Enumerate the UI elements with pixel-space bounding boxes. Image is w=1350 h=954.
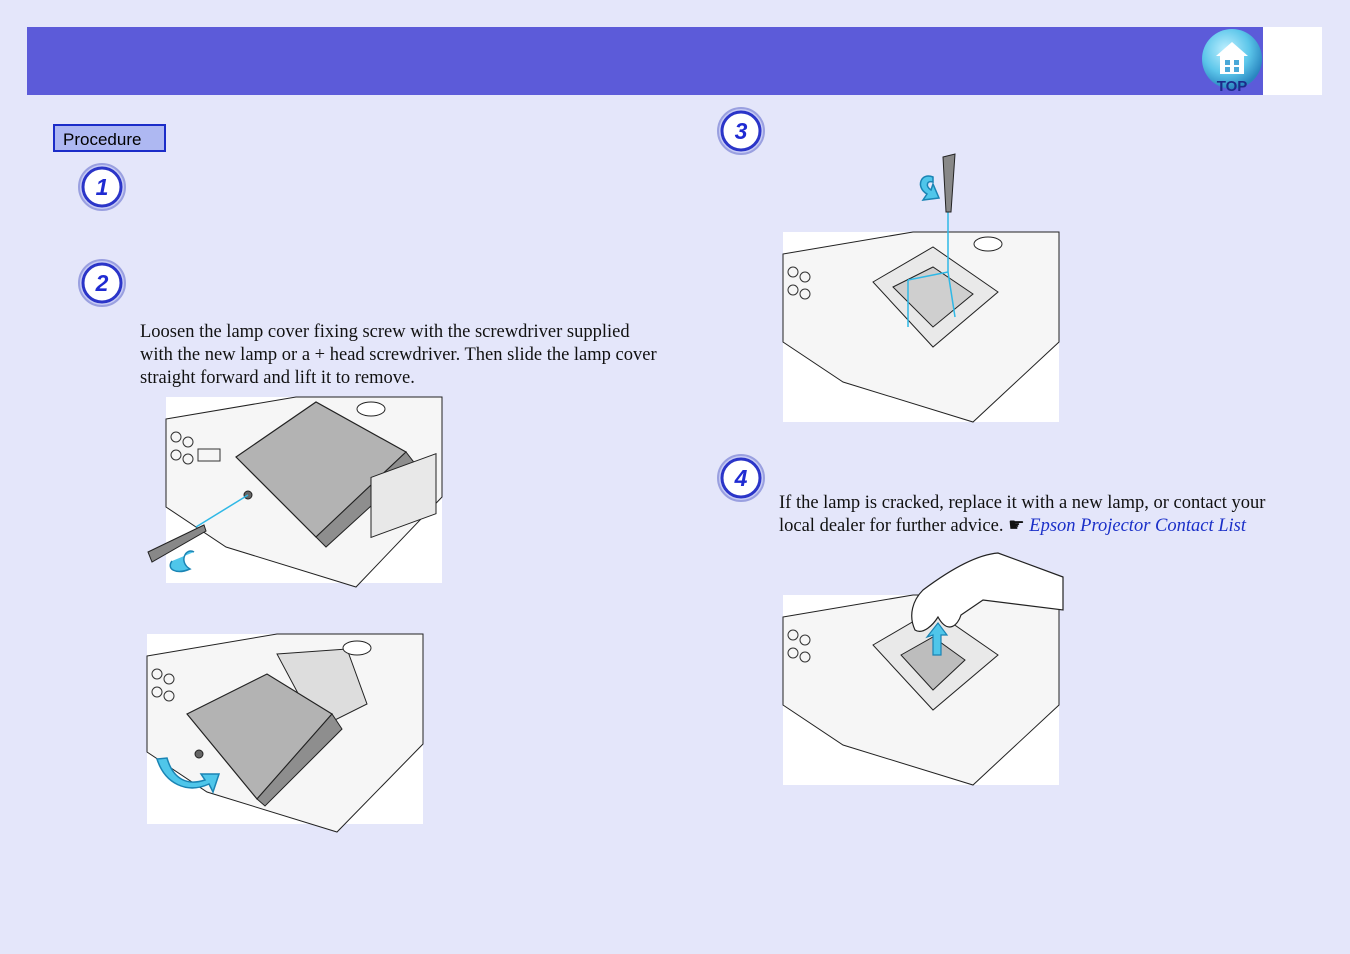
contact-list-link[interactable]: Epson Projector Contact List	[1029, 516, 1246, 536]
step-3-digit: 3	[734, 118, 748, 144]
figure-lamp-screws	[782, 153, 1060, 423]
figure-remove-cover	[146, 633, 424, 833]
step-circle-icon	[717, 107, 765, 155]
step-4-digit: 4	[734, 465, 748, 491]
projector-lamp-removal-illustration	[782, 552, 1064, 786]
step-2-digit: 2	[95, 270, 109, 296]
procedure-badge: Procedure	[53, 124, 166, 152]
projector-lamp-screws-illustration	[782, 153, 1060, 423]
step-1-digit: 1	[95, 174, 109, 200]
step-4-text: If the lamp is cracked, replace it with …	[779, 493, 1266, 536]
step-4-instruction: If the lamp is cracked, replace it with …	[779, 492, 1304, 538]
step-1-number: 1	[77, 162, 127, 212]
step-circle-icon	[78, 163, 126, 211]
step-circle-icon	[78, 259, 126, 307]
projector-cover-illustration	[146, 633, 424, 833]
step-circle-icon	[717, 454, 765, 502]
projector-screw-illustration	[147, 396, 443, 588]
figure-lamp-removal	[782, 552, 1064, 786]
top-button[interactable]: TOP	[1200, 28, 1264, 95]
step-2-number: 2	[77, 258, 127, 308]
home-icon	[1202, 29, 1262, 89]
header-corner	[1263, 27, 1322, 95]
step-2-instruction: Loosen the lamp cover fixing screw with …	[140, 322, 657, 388]
pointing-hand-icon: ☛	[1008, 516, 1025, 536]
step-4-number: 4	[716, 453, 766, 503]
step-3-number: 3	[716, 106, 766, 156]
figure-loosen-screw	[147, 396, 443, 588]
top-label: TOP	[1216, 78, 1248, 95]
header-bar	[27, 27, 1263, 95]
